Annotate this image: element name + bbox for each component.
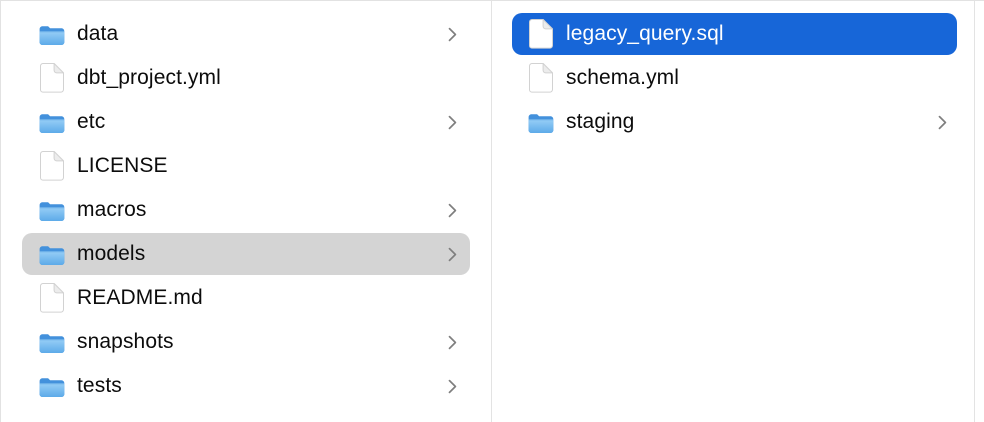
file-column-empty	[975, 1, 984, 422]
selection-highlight	[512, 13, 957, 55]
document-icon	[526, 18, 556, 50]
list-item-legacy-query-sql[interactable]: legacy_query.sql	[492, 12, 974, 56]
list-item-etc[interactable]: etc	[1, 100, 491, 144]
list-item-dbt-project-yml[interactable]: dbt_project.yml	[1, 56, 491, 100]
item-label: dbt_project.yml	[77, 65, 221, 89]
chevron-right-icon	[938, 115, 947, 130]
item-label: tests	[77, 373, 122, 397]
list-item-data[interactable]: data	[1, 12, 491, 56]
item-label: models	[77, 241, 146, 265]
folder-icon	[37, 106, 67, 138]
chevron-right-icon	[448, 247, 457, 262]
list-item-readme-md[interactable]: README.md	[1, 276, 491, 320]
item-label: LICENSE	[77, 153, 168, 177]
chevron-right-icon	[448, 379, 457, 394]
file-column-parent: data dbt_project.yml etc LICENSE macros …	[1, 1, 492, 422]
folder-icon	[37, 370, 67, 402]
document-icon	[37, 282, 67, 314]
folder-icon	[37, 18, 67, 50]
list-item-macros[interactable]: macros	[1, 188, 491, 232]
item-label: snapshots	[77, 329, 174, 353]
item-label: data	[77, 21, 119, 45]
chevron-right-icon	[448, 115, 457, 130]
item-label: macros	[77, 197, 147, 221]
item-label: schema.yml	[566, 65, 680, 89]
folder-icon	[37, 238, 67, 270]
item-label: README.md	[77, 285, 203, 309]
chevron-right-icon	[448, 335, 457, 350]
document-icon	[37, 150, 67, 182]
chevron-right-icon	[448, 27, 457, 42]
list-item-license[interactable]: LICENSE	[1, 144, 491, 188]
folder-icon	[37, 326, 67, 358]
list-item-snapshots[interactable]: snapshots	[1, 320, 491, 364]
item-label: legacy_query.sql	[566, 21, 724, 45]
list-item-schema-yml[interactable]: schema.yml	[492, 56, 974, 100]
document-icon	[37, 62, 67, 94]
chevron-right-icon	[448, 203, 457, 218]
file-column-models: legacy_query.sql schema.yml staging	[492, 1, 975, 422]
folder-icon	[526, 106, 556, 138]
selection-highlight	[22, 233, 470, 275]
list-item-tests[interactable]: tests	[1, 364, 491, 408]
item-label: staging	[566, 109, 635, 133]
folder-icon	[37, 194, 67, 226]
list-item-models[interactable]: models	[1, 232, 491, 276]
item-label: etc	[77, 109, 106, 133]
list-item-staging[interactable]: staging	[492, 100, 974, 144]
document-icon	[526, 62, 556, 94]
